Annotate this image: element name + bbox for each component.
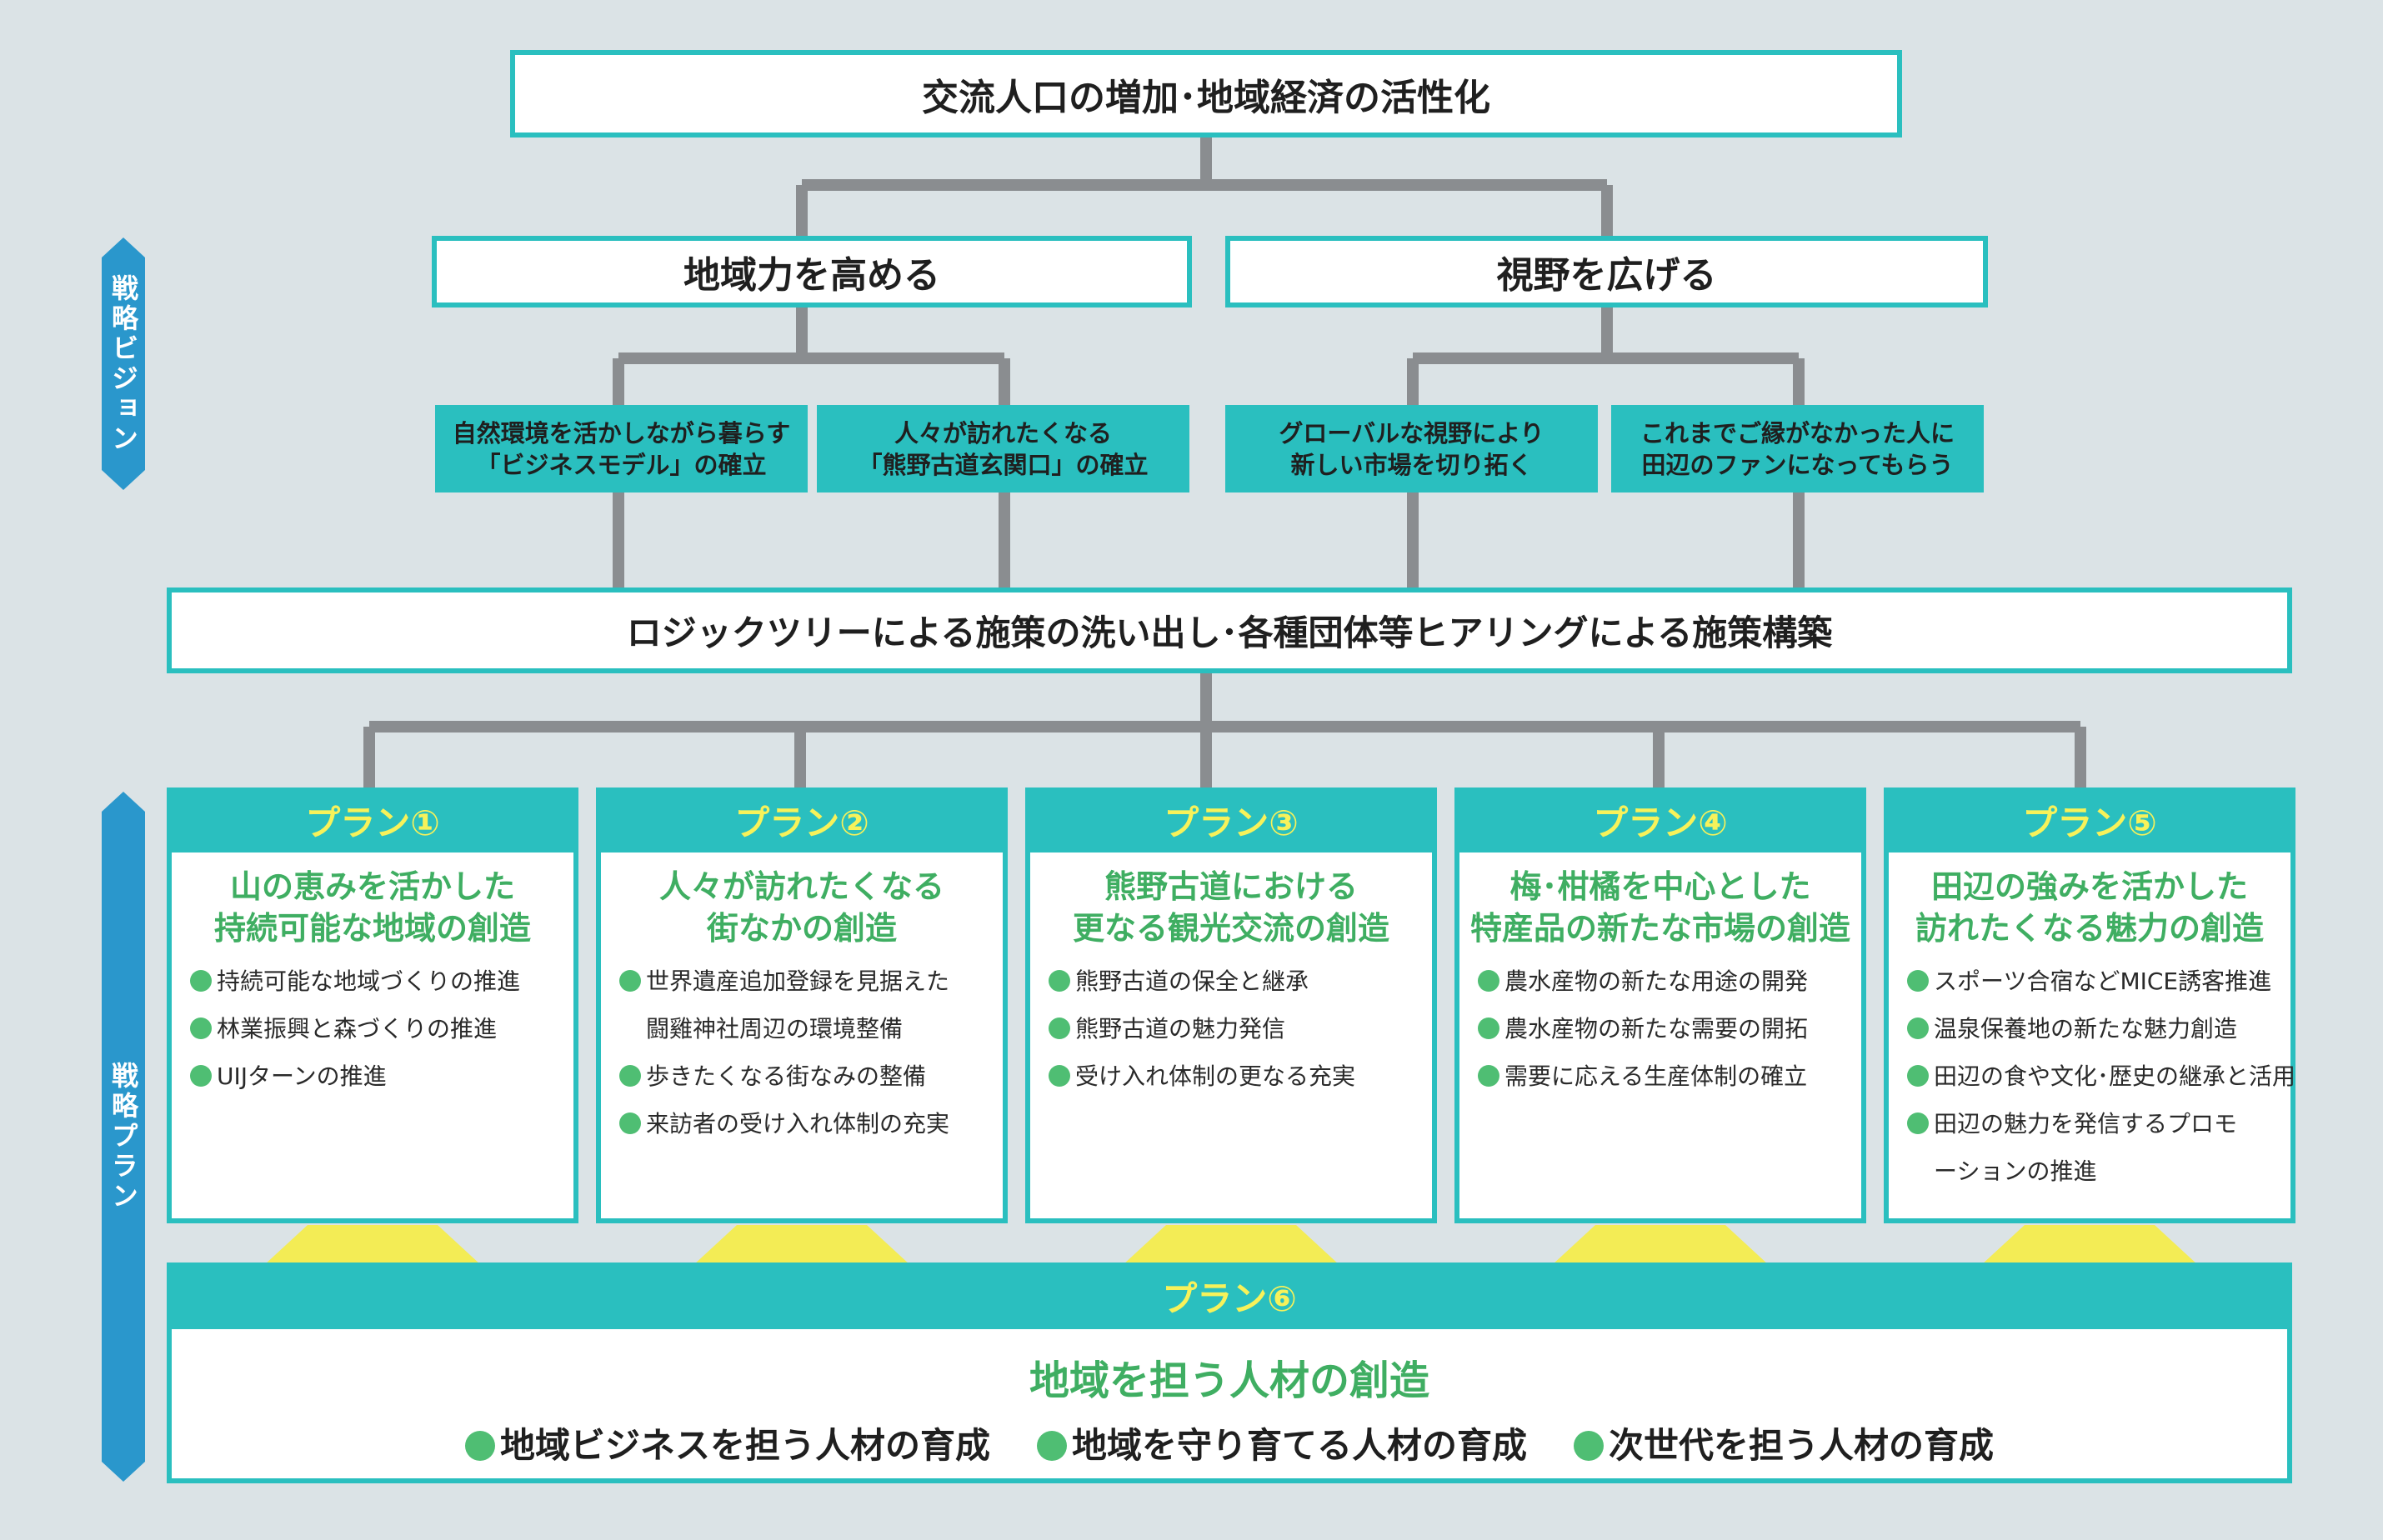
plan-card-1: プラン① 山の恵みを活かした持続可能な地域の創造 持続可能な地域づくりの推進 林… — [167, 788, 578, 1223]
strategy-plan-side-label: 戦略プラン — [102, 792, 145, 1482]
plan-item: 受け入れ体制の更なる充実 — [1049, 1052, 1424, 1100]
plan-card-4: プラン④ 梅･柑橘を中心とした特産品の新たな市場の創造 農水産物の新たな用途の開… — [1454, 788, 1866, 1223]
sub-vision-box: これまでご縁がなかった人に田辺のファンになってもらう — [1611, 405, 1984, 492]
plan-item: 田辺の魅力を発信するプロモ — [1907, 1100, 2282, 1148]
plan-card-2: プラン② 人々が訪れたくなる街なかの創造 世界遺産追加登録を見据えた 闘雞神社周… — [596, 788, 1008, 1223]
sub-vision-box: 人々が訪れたくなる「熊野古道玄関口」の確立 — [817, 405, 1189, 492]
plan-card-3: プラン③ 熊野古道における更なる観光交流の創造 熊野古道の保全と継承 熊野古道の… — [1025, 788, 1437, 1223]
plan-label: プラン① — [167, 788, 578, 852]
vision-box-regional-power: 地域力を高める — [432, 236, 1192, 308]
goal-text: 交流人口の増加･地域経済の活性化 — [922, 76, 1490, 119]
vision-box-broaden-view: 視野を広げる — [1225, 236, 1988, 308]
plan-item: 温泉保養地の新たな魅力創造 — [1907, 1005, 2282, 1052]
plan-item-continuation: 闘雞神社周辺の環境整備 — [646, 1015, 904, 1042]
plan-title: 熊野古道における更なる観光交流の創造 — [1072, 868, 1389, 947]
plan-item: 農水産物の新たな用途の開発 — [1478, 958, 1853, 1005]
plan-card-6: プラン⑥ 地域を担う人材の創造 地域ビジネスを担う人材の育成 地域を守り育てる人… — [167, 1262, 2292, 1483]
plan-title: 梅･柑橘を中心とした特産品の新たな市場の創造 — [1469, 868, 1850, 947]
logic-tree-box: ロジックツリーによる施策の洗い出し･各種団体等ヒアリングによる施策構築 — [167, 588, 2292, 673]
plan-item: 田辺の食や文化･歴史の継承と活用 — [1907, 1052, 2295, 1100]
plan-item: 世界遺産追加登録を見据えた — [619, 958, 994, 1005]
plan-title: 人々が訪れたくなる街なかの創造 — [658, 868, 944, 947]
plan-title: 山の恵みを活かした持続可能な地域の創造 — [213, 868, 531, 947]
plan-item: UIJターンの推進 — [190, 1052, 565, 1100]
plan-label: プラン② — [596, 788, 1008, 852]
plan6-item: 地域を守り育てる人材の育成 — [1036, 1418, 1527, 1468]
sub-vision-box: グローバルな視野により新しい市場を切り拓く — [1225, 405, 1598, 492]
plan-item: 持続可能な地域づくりの推進 — [190, 958, 565, 1005]
plan-item: 需要に応える生産体制の確立 — [1478, 1052, 1853, 1100]
strategy-vision-side-label: 戦略ビジョン — [102, 238, 145, 490]
plan-item: 歩きたくなる街なみの整備 — [619, 1052, 994, 1100]
plan-label: プラン④ — [1454, 788, 1866, 852]
plan-title: 地域を担う人材の創造 — [1029, 1358, 1429, 1404]
plan-item: スポーツ合宿などMICE誘客推進 — [1907, 958, 2282, 1005]
goal-box: 交流人口の増加･地域経済の活性化 — [510, 50, 1902, 138]
plan-item: 熊野古道の保全と継承 — [1049, 958, 1424, 1005]
plan-item: 農水産物の新たな需要の開拓 — [1478, 1005, 1853, 1052]
plan6-item: 次世代を担う人材の育成 — [1574, 1418, 1994, 1468]
sub-vision-box: 自然環境を活かしながら暮らす「ビジネスモデル」の確立 — [435, 405, 808, 492]
plan-label: プラン⑥ — [167, 1262, 2292, 1329]
plan-card-5: プラン⑤ 田辺の強みを活かした訪れたくなる魅力の創造 スポーツ合宿などMICE誘… — [1884, 788, 2295, 1223]
plan-title: 田辺の強みを活かした訪れたくなる魅力の創造 — [1915, 868, 2264, 947]
plan-item-continuation: ーションの推進 — [1934, 1158, 2097, 1185]
plan6-item: 地域ビジネスを担う人材の育成 — [464, 1418, 990, 1468]
plan-label: プラン⑤ — [1884, 788, 2295, 852]
plan-item: 来訪者の受け入れ体制の充実 — [619, 1100, 994, 1148]
plan-item: 熊野古道の魅力発信 — [1049, 1005, 1424, 1052]
plan-label: プラン③ — [1025, 788, 1437, 852]
support-triangle — [1123, 1225, 1339, 1265]
plan-item: 林業振興と森づくりの推進 — [190, 1005, 565, 1052]
